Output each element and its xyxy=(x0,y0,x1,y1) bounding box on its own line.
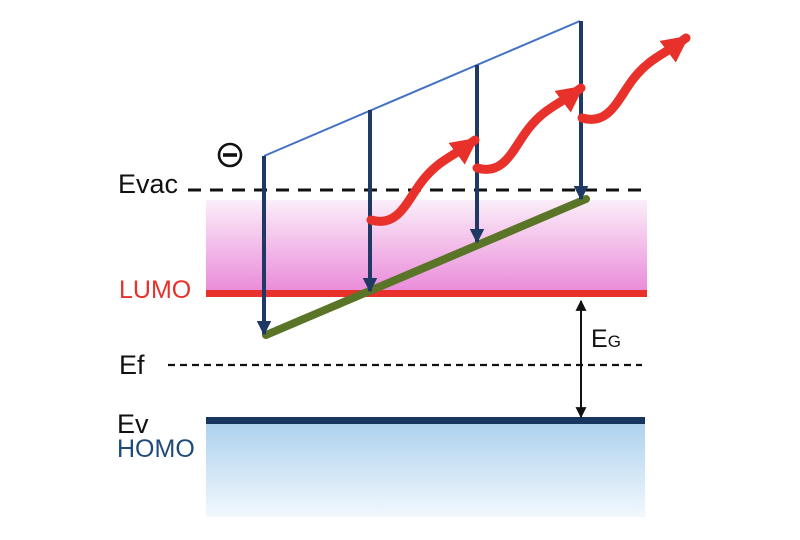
lumo-label: LUMO xyxy=(119,276,192,304)
bandgap-label: EG xyxy=(591,327,621,352)
electron-circled-minus-icon xyxy=(217,142,243,168)
hot-electron-wavy-arrow-3 xyxy=(577,33,691,124)
ev-label: Ev xyxy=(117,409,149,439)
ef-label: Ef xyxy=(119,350,145,380)
evac-label: Evac xyxy=(118,169,179,199)
tilted-lumo-line xyxy=(262,195,590,339)
lumo-band-region xyxy=(206,200,647,291)
lumo-level-line xyxy=(206,290,647,297)
bandgap-label-base: E xyxy=(591,325,608,353)
hot-electron-wavy-arrow-2 xyxy=(472,83,586,174)
ev-level-line xyxy=(206,417,645,424)
homo-band-region xyxy=(206,424,645,517)
hot-electron-wavy-arrow-1 xyxy=(366,135,480,226)
homo-label: HOMO xyxy=(117,435,195,463)
bandgap-label-subscript: G xyxy=(607,332,621,351)
tilted-vacuum-level-line xyxy=(263,20,581,157)
